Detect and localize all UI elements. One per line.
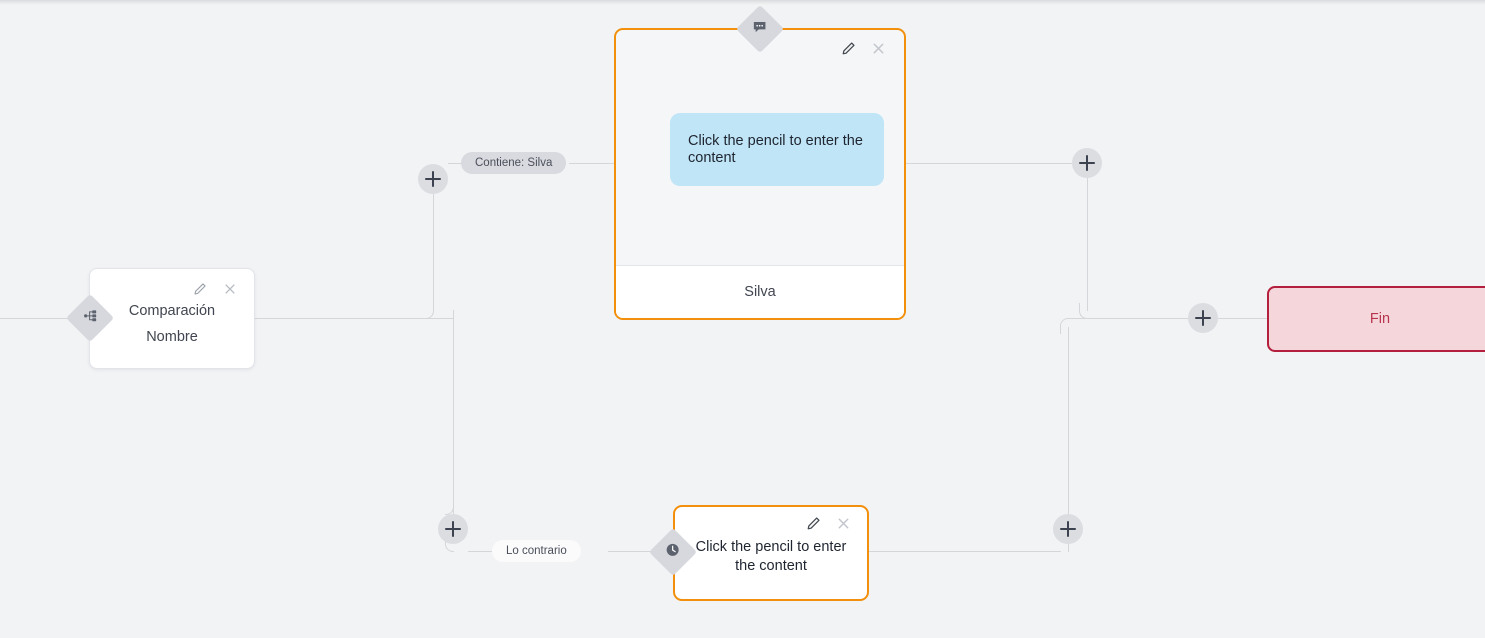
comparison-node-title: Comparación <box>128 302 216 319</box>
comparison-node[interactable]: Comparación Nombre <box>89 268 255 369</box>
edge-label-to-message <box>569 163 616 164</box>
toolbar-edge <box>0 0 1485 5</box>
end-node[interactable]: Fin <box>1267 286 1485 352</box>
pencil-icon[interactable] <box>840 40 856 56</box>
message-node-footer-text: Silva <box>744 284 776 300</box>
edge-elbow-merge-bottom <box>1060 318 1069 334</box>
message-node-body: Click the pencil to enter the content <box>616 30 904 266</box>
edge-false-branch-down <box>452 318 454 515</box>
edge-elbow-true-branch <box>425 194 434 319</box>
edge-entry <box>0 318 72 319</box>
message-node-badge <box>735 4 785 54</box>
chat-bubble-icon <box>752 19 768 40</box>
edge-label-to-wait <box>608 551 660 552</box>
pencil-icon[interactable] <box>805 515 821 531</box>
edge-comparison-out-bottom <box>255 318 453 319</box>
branch-label-false[interactable]: Lo contrario <box>492 540 581 562</box>
message-bubble: Click the pencil to enter the content <box>670 113 884 186</box>
add-node-after-wait[interactable] <box>1053 514 1083 544</box>
add-node-after-message[interactable] <box>1072 148 1102 178</box>
branch-split-icon <box>83 308 98 328</box>
message-bubble-text: Click the pencil to enter the content <box>688 133 863 166</box>
edge-message-to-plus <box>906 163 1072 164</box>
message-node-footer: Silva <box>616 265 904 318</box>
comparison-node-subtitle: Nombre <box>146 328 198 345</box>
comparison-node-badge <box>65 293 115 343</box>
edge-elbow-merge-top <box>1079 303 1088 319</box>
branch-label-true[interactable]: Contiene: Silva <box>461 152 567 174</box>
close-icon[interactable] <box>835 515 851 531</box>
message-node[interactable]: Click the pencil to enter the content Si… <box>614 28 906 320</box>
edge-merge-to-end <box>1068 318 1267 319</box>
close-icon[interactable] <box>870 40 886 56</box>
edge-false-to-label <box>468 551 494 552</box>
edge-wait-to-plus <box>869 551 1061 552</box>
close-icon[interactable] <box>222 281 238 297</box>
wait-node-text: Click the pencil to enter the content <box>695 539 847 574</box>
edge-elbow-false-down <box>445 536 454 552</box>
add-node-true-branch[interactable] <box>418 164 448 194</box>
edge-true-branch-to-label <box>448 163 465 164</box>
branch-label-false-text: Lo contrario <box>506 545 567 557</box>
edge-merge-top-down <box>1086 178 1088 311</box>
clock-icon <box>665 542 681 563</box>
add-node-false-branch[interactable] <box>438 514 468 544</box>
pencil-icon[interactable] <box>192 281 208 297</box>
edge-merge-bottom-up <box>1067 327 1069 515</box>
add-node-before-end[interactable] <box>1188 303 1218 333</box>
branch-label-true-text: Contiene: Silva <box>475 157 553 169</box>
wait-node-badge <box>648 527 698 577</box>
wait-node[interactable]: Click the pencil to enter the content <box>673 505 869 601</box>
end-node-label: Fin <box>1369 311 1391 327</box>
